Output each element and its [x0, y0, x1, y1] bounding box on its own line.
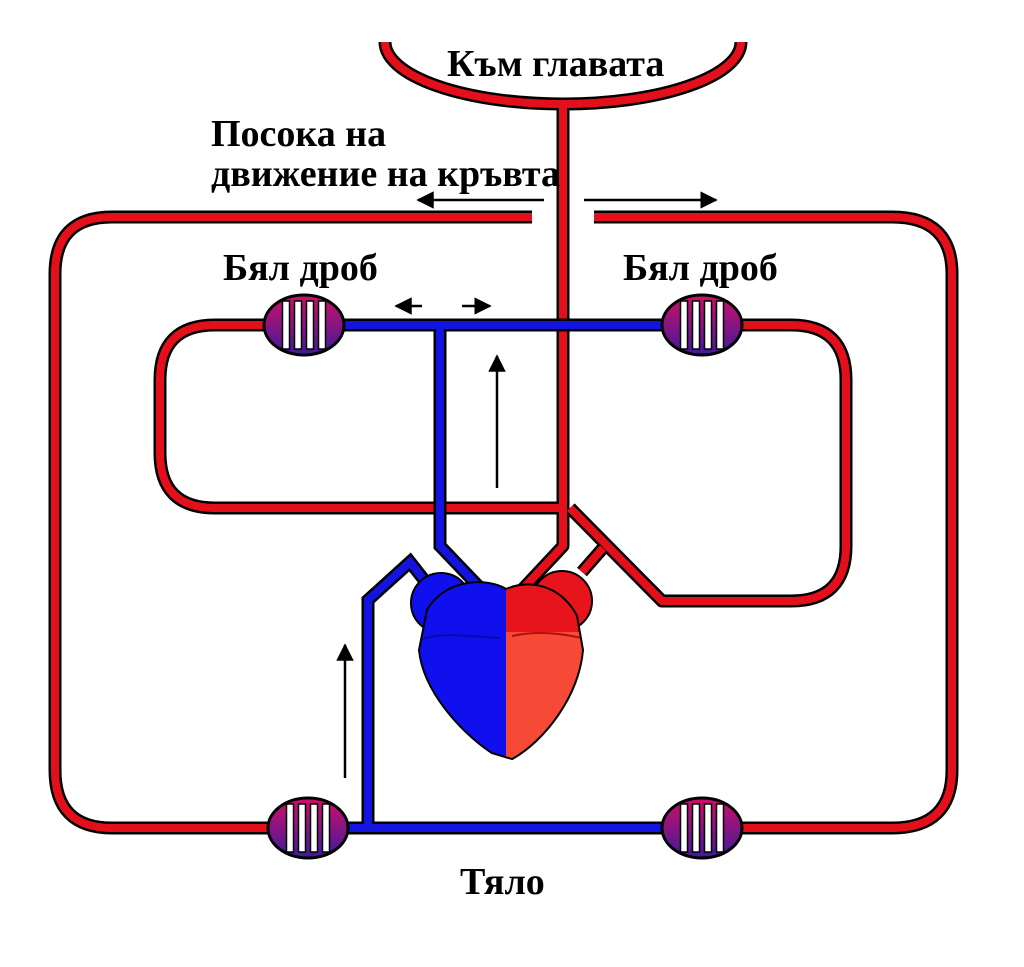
- venous-vessels: [344, 318, 662, 835]
- flow-arrows: [336, 191, 718, 778]
- lung-right-capillary-icon: [660, 293, 744, 357]
- lung-left-label: Бял дроб: [223, 247, 378, 289]
- arterial-vessels: [48, 41, 959, 835]
- capillary-beds: [262, 293, 744, 860]
- flow-direction-label: Посока на движение на кръвта: [211, 113, 560, 195]
- lung-right-label: Бял дроб: [623, 247, 778, 289]
- head-label: Към главата: [447, 43, 665, 85]
- body-label: Тяло: [460, 861, 545, 903]
- heart: [410, 570, 593, 761]
- body-right-capillary-icon: [660, 796, 744, 860]
- lung-left-capillary-icon: [262, 293, 346, 357]
- body-left-capillary-icon: [266, 796, 350, 860]
